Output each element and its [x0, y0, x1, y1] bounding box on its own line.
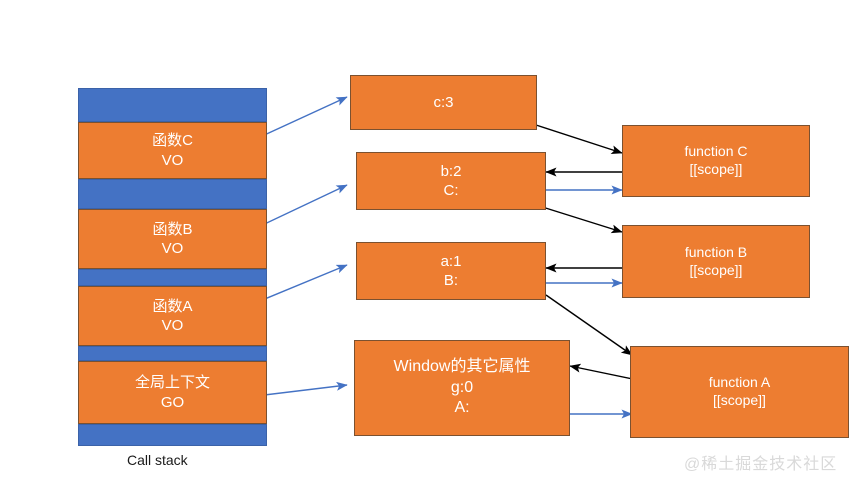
stack-function-a-line2: VO [161, 317, 184, 334]
scope-object-a-line2: B: [443, 272, 459, 289]
function-a-line2: [[scope]] [713, 392, 766, 408]
stack-function-c[interactable]: 函数C VO [78, 122, 267, 179]
function-a-line1: function A [708, 374, 771, 391]
stack-function-c-line2: VO [161, 151, 184, 169]
scope-object-window-line1: Window的其它属性 [393, 358, 531, 376]
stack-function-a-line1: 函数A [152, 297, 193, 315]
function-b[interactable]: function B [[scope]] [622, 225, 810, 298]
call-stack-label: Call stack [127, 452, 188, 468]
site-watermark: @稀土掘金技术社区 [684, 456, 838, 473]
scope-object-a[interactable]: a:1 B: [356, 242, 546, 300]
function-c-line2: [[scope]] [689, 161, 743, 177]
stack-global-context-line1: 全局上下文 [134, 374, 210, 392]
scope-object-window-line3: A: [454, 399, 470, 417]
scope-object-c[interactable]: c:3 [350, 75, 537, 130]
stack-gap-blue-2 [78, 269, 267, 286]
stack-function-c-line1: 函数C [152, 132, 193, 150]
function-b-line1: function B [684, 243, 748, 260]
scope-object-a-line1: a:1 [440, 252, 462, 270]
stack-bottom-blue [78, 424, 267, 446]
stack-gap-blue-1 [78, 179, 267, 209]
scope-object-window-line2: g:0 [450, 378, 474, 396]
function-b-line2: [[scope]] [689, 261, 743, 278]
stack-gap-blue-3 [78, 346, 267, 361]
scope-object-b-line1: b:2 [440, 162, 462, 180]
scope-object-c-line1: c:3 [433, 93, 454, 111]
stack-function-b-line2: VO [161, 240, 184, 257]
arrow-scope-b-to-function-b [535, 204, 623, 234]
stack-function-b-line1: 函数B [152, 220, 193, 238]
stack-top-blue [78, 88, 267, 122]
stack-function-a[interactable]: 函数A VO [78, 286, 267, 346]
stack-function-b[interactable]: 函数B VO [78, 209, 267, 269]
stack-global-context-line2: GO [160, 393, 185, 411]
function-c[interactable]: function C [[scope]] [622, 125, 810, 197]
scope-object-b[interactable]: b:2 C: [356, 152, 546, 210]
scope-object-window[interactable]: Window的其它属性 g:0 A: [354, 340, 570, 436]
function-c-line1: function C [684, 143, 748, 160]
function-a[interactable]: function A [[scope]] [630, 346, 849, 438]
stack-global-context[interactable]: 全局上下文 GO [78, 361, 267, 424]
arrow-scope-c-to-function-c [535, 124, 623, 155]
scope-object-b-line2: C: [443, 182, 459, 199]
